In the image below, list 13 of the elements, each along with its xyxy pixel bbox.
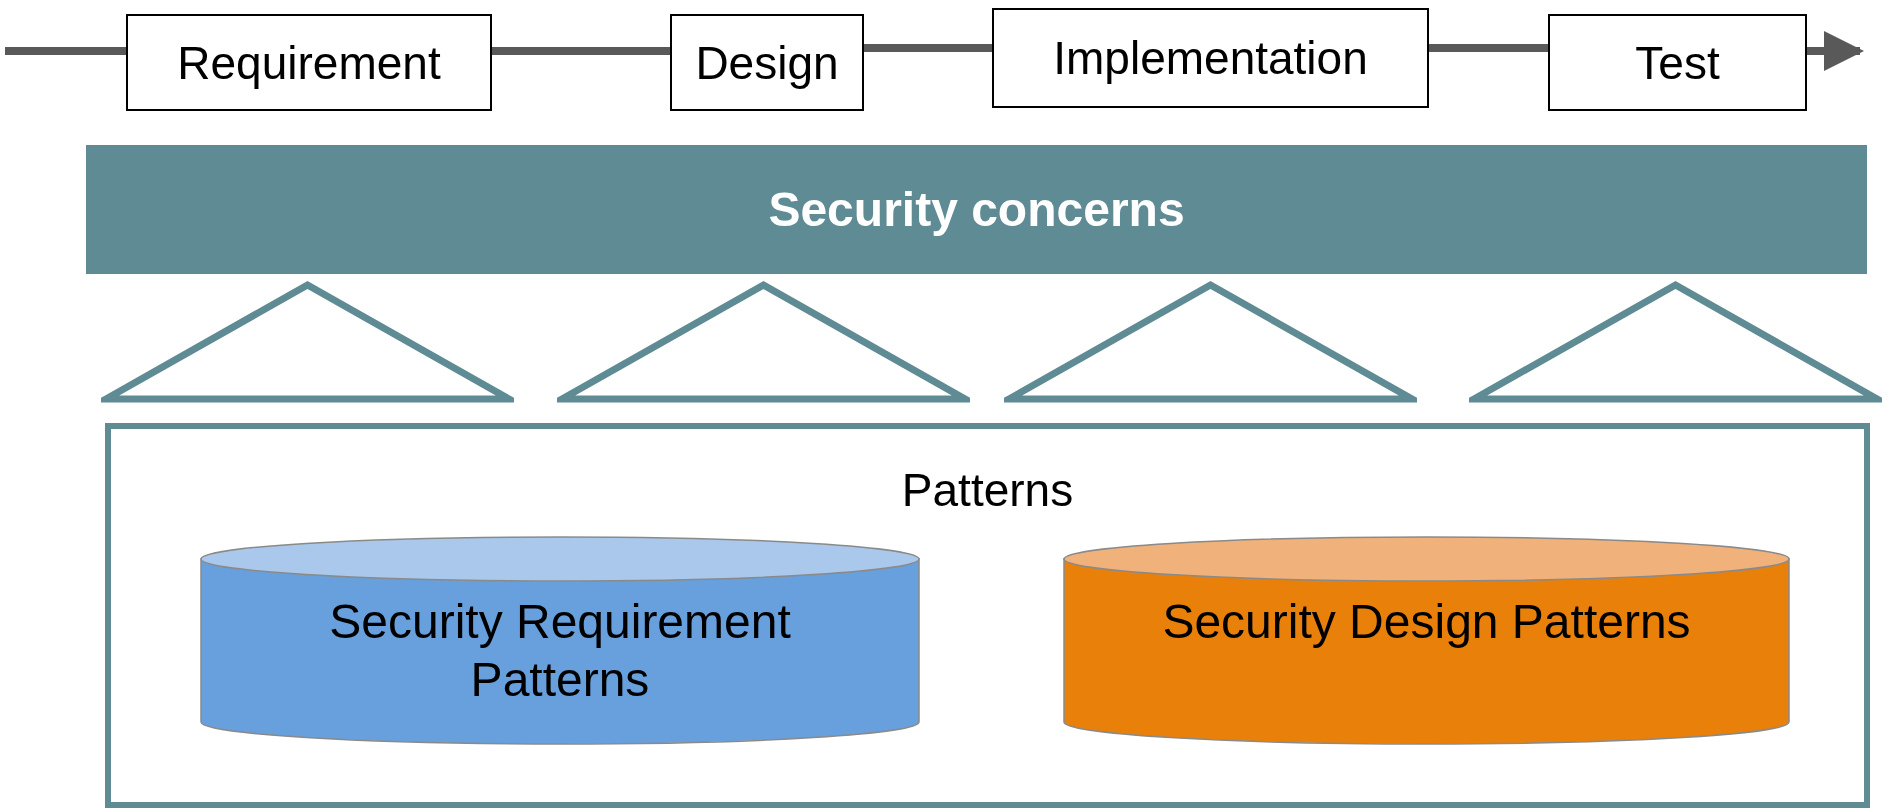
connector-line [492, 47, 670, 55]
frame-title: Patterns [901, 467, 1074, 513]
cylinder-label: Security Requirement Patterns [328, 594, 792, 708]
phase-box: Test [1548, 14, 1807, 111]
phase-box: Requirement [126, 14, 492, 111]
cylinder-label: Security Design Patterns [1162, 594, 1691, 650]
banner: Security concerns [86, 145, 1867, 274]
phase-box: Implementation [992, 8, 1429, 108]
patterns-frame [105, 423, 1870, 808]
phase-box: Design [670, 14, 864, 111]
connector-line [1429, 44, 1548, 52]
connector-line [864, 44, 992, 52]
arrow [1807, 31, 1864, 71]
